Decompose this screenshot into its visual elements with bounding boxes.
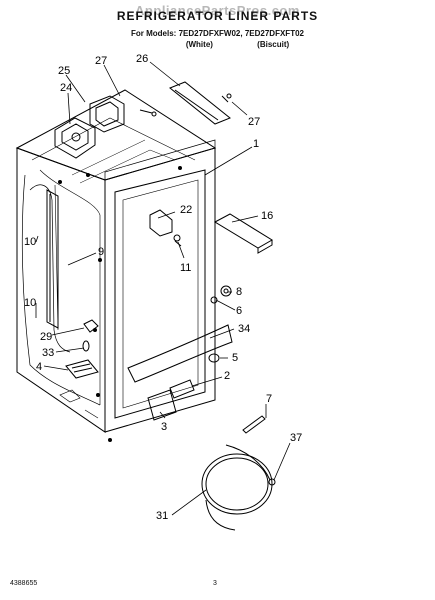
part-24-housing bbox=[54, 117, 96, 159]
part-33-bulb bbox=[82, 340, 90, 352]
part-31-tubing bbox=[201, 444, 273, 531]
callout-3: 3 bbox=[161, 421, 167, 433]
callout-29: 29 bbox=[40, 331, 52, 343]
callout-9: 9 bbox=[98, 246, 104, 258]
callout-24: 24 bbox=[60, 82, 72, 94]
part-4-grille bbox=[65, 359, 99, 379]
liner-cabinet bbox=[15, 89, 217, 442]
model-2: 7ED27DFXFT02 bbox=[244, 29, 304, 38]
callout-11: 11 bbox=[180, 262, 191, 274]
callout-26: 26 bbox=[136, 53, 148, 65]
part-9-rail bbox=[46, 189, 59, 329]
callout-16: 16 bbox=[261, 210, 273, 222]
model-1: 7ED27DFXFW02, bbox=[178, 29, 243, 38]
callout-4: 4 bbox=[36, 361, 42, 373]
callouts: 25 27 26 24 27 1 22 16 10 9 11 8 6 10 34… bbox=[24, 53, 302, 522]
page-number: 3 bbox=[213, 580, 217, 587]
part-27-screw-a bbox=[139, 109, 157, 117]
callout-10-upper: 10 bbox=[24, 236, 36, 248]
callout-7: 7 bbox=[266, 393, 272, 405]
model-line: For Models: 7ED27DFXFW02, 7ED27DFXFT02 bbox=[0, 29, 435, 38]
part-16-bracket bbox=[213, 213, 273, 254]
color-2: (Biscuit) bbox=[257, 40, 290, 49]
callout-22: 22 bbox=[180, 204, 192, 216]
color-line: (White) (Biscuit) bbox=[0, 40, 435, 49]
part-25-control bbox=[89, 95, 125, 133]
part-2-plate bbox=[169, 379, 195, 399]
callout-6: 6 bbox=[236, 305, 242, 317]
model-prefix: For Models: bbox=[131, 29, 177, 38]
callout-8: 8 bbox=[236, 286, 242, 298]
callout-2: 2 bbox=[224, 370, 230, 382]
callout-25: 25 bbox=[58, 65, 70, 77]
color-1: (White) bbox=[185, 40, 213, 49]
part-7-rod bbox=[242, 415, 266, 434]
part-3-plate bbox=[147, 389, 177, 421]
part-22-bracket bbox=[149, 209, 173, 237]
part-37-clip bbox=[268, 478, 276, 486]
leader-lines bbox=[35, 61, 291, 516]
callout-37: 37 bbox=[290, 432, 302, 444]
callout-1: 1 bbox=[253, 138, 259, 150]
callout-33: 33 bbox=[42, 347, 54, 359]
part-27-screw-b bbox=[221, 93, 232, 103]
part-11-screw bbox=[173, 234, 182, 247]
callout-27-right: 27 bbox=[248, 116, 260, 128]
part-34-cover bbox=[127, 324, 233, 383]
part-5-plug bbox=[208, 353, 220, 363]
part-29-socket bbox=[83, 319, 99, 333]
part-26-bracket bbox=[169, 81, 231, 125]
part-8-fitting bbox=[220, 285, 232, 297]
page-title: REFRIGERATOR LINER PARTS bbox=[116, 9, 319, 23]
callout-5: 5 bbox=[232, 352, 238, 364]
watermark: AppliancePartsPros.com bbox=[135, 3, 300, 18]
callout-31: 31 bbox=[156, 510, 168, 522]
doc-number: 4388655 bbox=[10, 580, 38, 587]
callout-10-lower: 10 bbox=[24, 297, 36, 309]
part-6-fitting bbox=[210, 296, 218, 304]
callout-34: 34 bbox=[238, 323, 250, 335]
callout-27-top: 27 bbox=[95, 55, 107, 67]
